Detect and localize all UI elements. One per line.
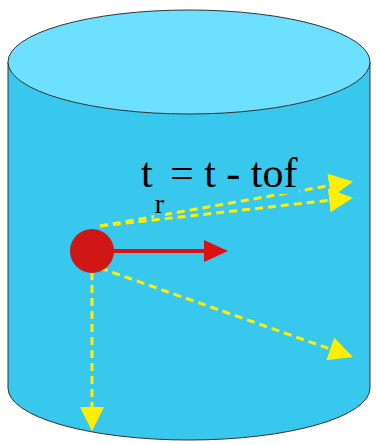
light-ray xyxy=(91,272,94,428)
formula-text: = t - tof xyxy=(169,152,299,194)
formula-text: r xyxy=(154,190,165,218)
direction-arrowhead xyxy=(204,240,228,262)
cylinder-top xyxy=(8,10,370,114)
formula-text: t xyxy=(140,152,154,194)
light-ray xyxy=(100,268,350,356)
particle xyxy=(70,229,114,273)
light-rays xyxy=(92,182,350,428)
light-ray xyxy=(100,198,350,226)
cylinder-body xyxy=(8,62,370,440)
direction-arrow xyxy=(110,249,206,253)
